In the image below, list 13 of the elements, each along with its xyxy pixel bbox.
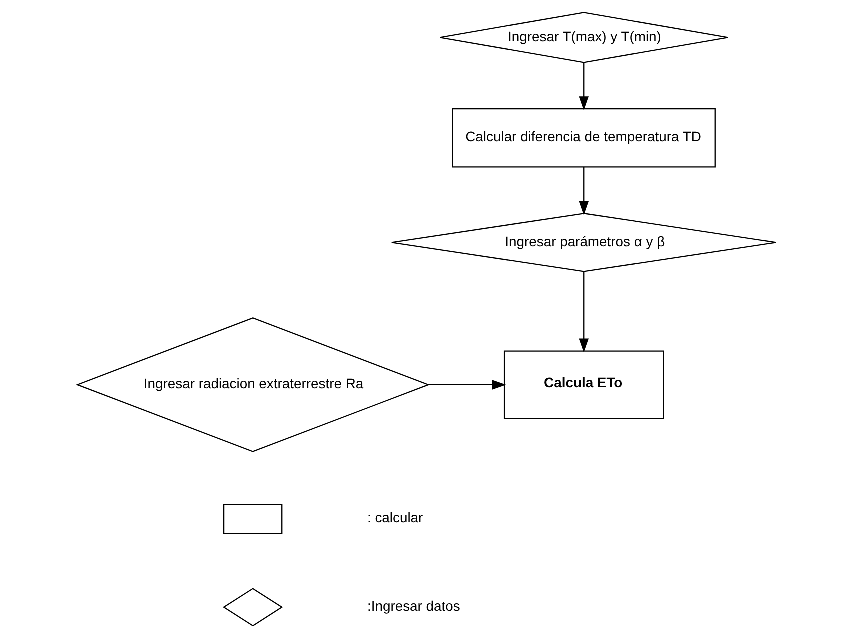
node-diamond: Ingresar T(max) y T(min) <box>439 12 728 64</box>
node-box: Calcular diferencia de temperatura TD <box>452 108 716 168</box>
arrow <box>428 380 506 390</box>
arrow <box>578 63 588 111</box>
node-diamond: Ingresar radiacion extraterrestre Ra <box>75 318 430 452</box>
arrow <box>578 272 588 353</box>
node-box: Calcula ETo <box>503 350 664 420</box>
arrow <box>578 167 588 216</box>
legend-label: :Ingresar datos <box>366 598 460 614</box>
node-box <box>222 504 282 534</box>
node-diamond: Ingresar parámetros α y β <box>390 213 776 272</box>
node-diamond <box>222 588 283 627</box>
legend-label: : calcular <box>366 510 423 526</box>
